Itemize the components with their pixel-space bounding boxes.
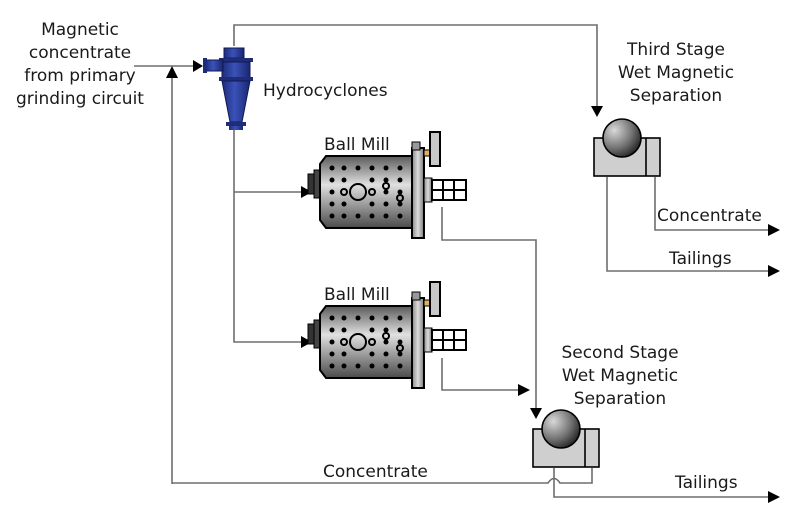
- third-stage-feed-arrow-icon: [591, 106, 603, 117]
- third-stage-label-line-2: Wet Magnetic: [618, 63, 734, 83]
- third-stage-separator-icon[interactable]: [593, 118, 661, 177]
- second-stage-separator-icon[interactable]: [532, 409, 600, 468]
- third-concentrate-label: Concentrate: [657, 206, 762, 226]
- second-stage-label-line-3: Separation: [574, 389, 666, 409]
- third-tailings-arrow-icon: [768, 265, 780, 277]
- feed-arrow-icon: [193, 60, 203, 72]
- third-tailings-line: [606, 177, 768, 272]
- flow-lines: [134, 24, 768, 498]
- second-tailings-arrow-icon: [768, 491, 780, 503]
- mill1-feed-arrow-icon: [301, 186, 312, 198]
- third-tailings-label: Tailings: [668, 249, 732, 269]
- ball-mill-1-label: Ball Mill: [324, 135, 390, 155]
- second-stage-label: Second Stage Wet Magnetic Separation: [561, 343, 678, 409]
- mill2-to-sep-arrow-icon: [518, 384, 530, 396]
- second-stage-feed-arrow-icon: [530, 408, 542, 419]
- hydrocyclone-icon[interactable]: [203, 47, 253, 130]
- feed-label-line-2: concentrate: [29, 43, 131, 63]
- third-concentrate-line: [654, 177, 768, 231]
- recycle-arrow-icon: [166, 66, 178, 78]
- feed-label: Magnetic concentrate from primary grindi…: [16, 20, 144, 109]
- second-stage-label-line-1: Second Stage: [561, 343, 678, 363]
- third-stage-label-line-1: Third Stage: [626, 40, 725, 60]
- third-stage-label-line-3: Separation: [630, 86, 722, 106]
- arrowheads: [166, 60, 780, 503]
- mill1-discharge-line: [441, 207, 537, 408]
- second-tailings-label: Tailings: [674, 473, 738, 493]
- third-concentrate-arrow-icon: [768, 224, 780, 236]
- feed-label-line-4: grinding circuit: [16, 89, 144, 109]
- mill2-discharge-line: [441, 358, 520, 391]
- hydrocyclones-label: Hydrocyclones: [263, 81, 388, 101]
- underflow-line: [233, 128, 303, 343]
- second-concentrate-label: Concentrate: [323, 462, 428, 482]
- second-tailings-line: [553, 468, 768, 498]
- ball-mill-2-label: Ball Mill: [324, 285, 390, 305]
- mill2-feed-arrow-icon: [301, 336, 312, 348]
- second-stage-label-line-2: Wet Magnetic: [562, 366, 678, 386]
- overflow-line: [233, 24, 598, 108]
- third-stage-label: Third Stage Wet Magnetic Separation: [618, 40, 734, 106]
- feed-label-line-3: from primary: [24, 66, 136, 86]
- feed-label-line-1: Magnetic: [41, 20, 119, 40]
